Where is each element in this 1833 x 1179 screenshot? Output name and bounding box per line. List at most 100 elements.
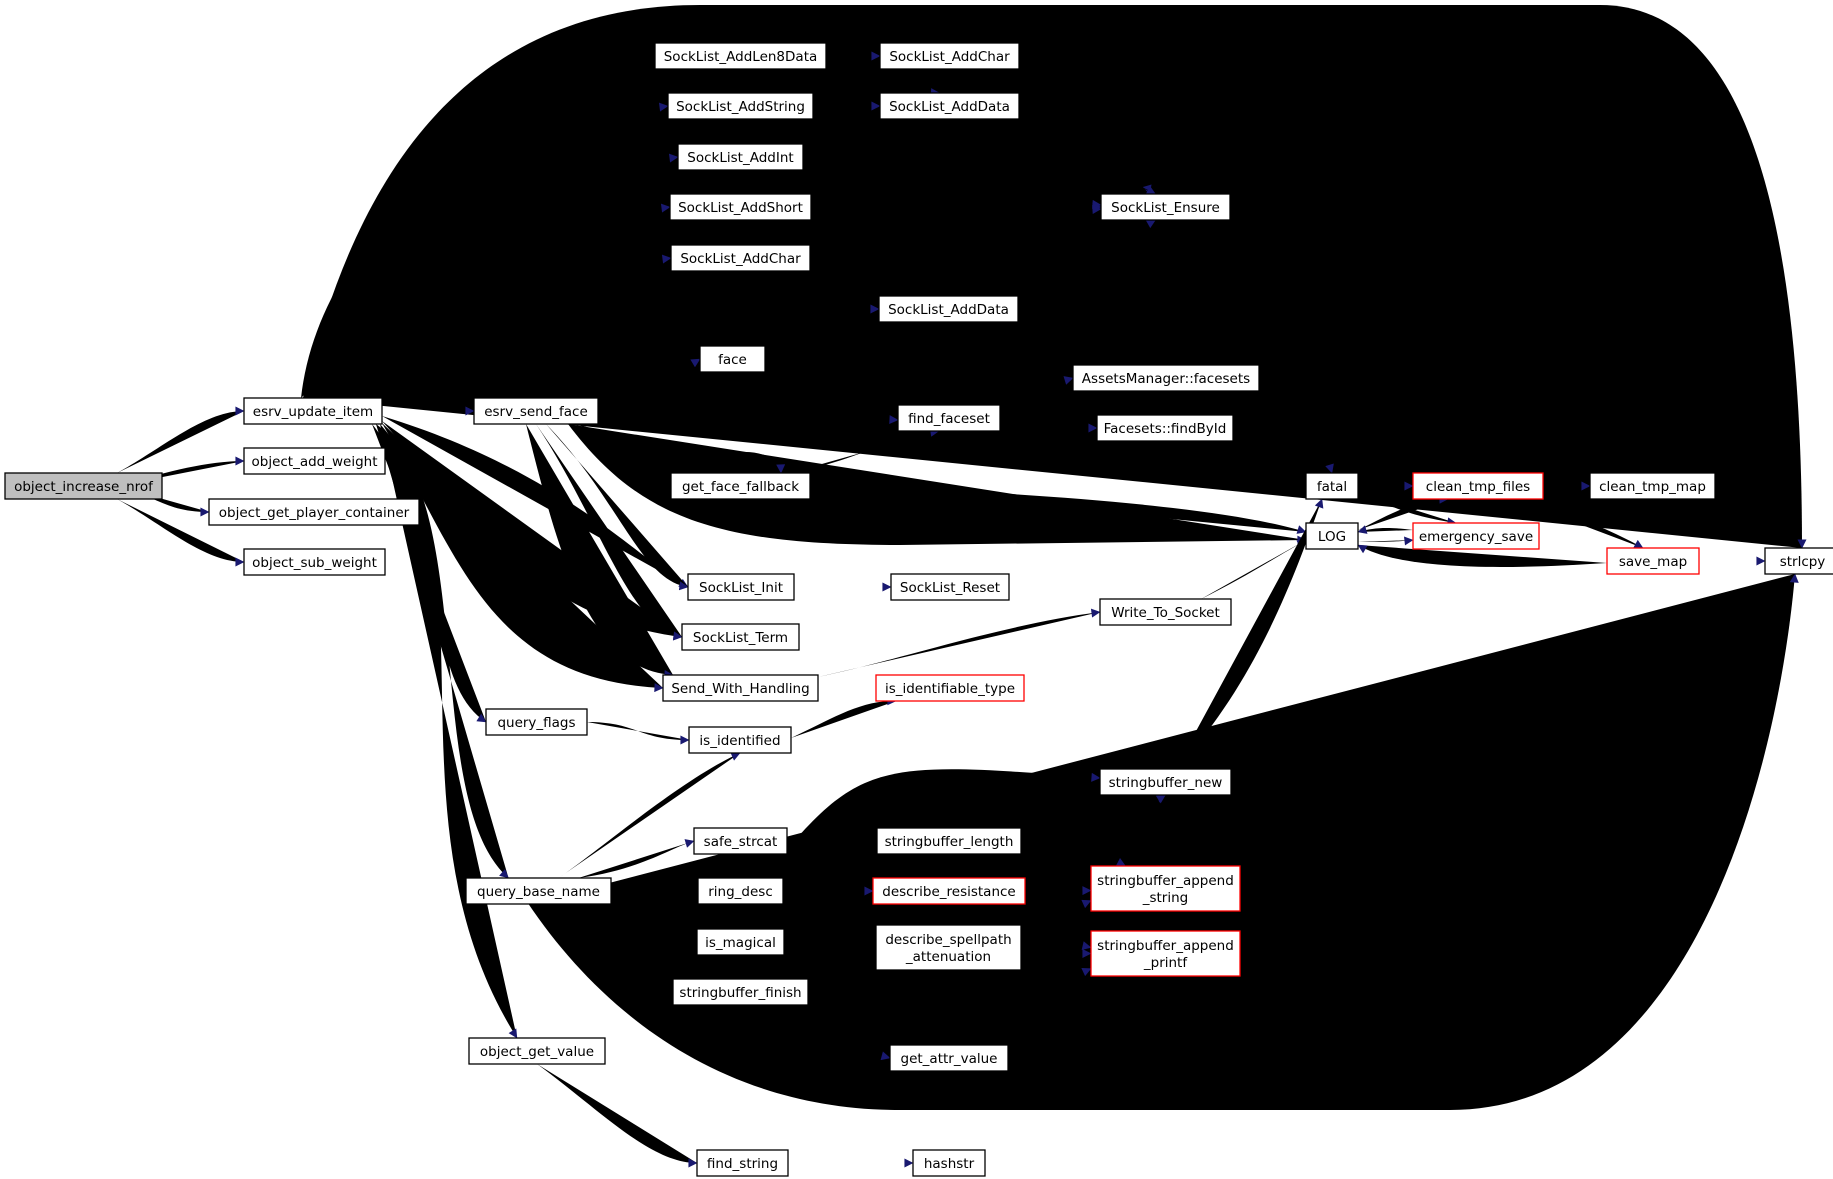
node-label: object_get_player_container <box>219 505 410 521</box>
node-stringbuffer-append-string[interactable]: stringbuffer_append_string <box>1090 865 1241 912</box>
node-stringbuffer-new[interactable]: stringbuffer_new <box>1099 768 1232 796</box>
node-socklist-addstring[interactable]: SockList_AddString <box>667 92 814 120</box>
node-socklist-addchar-b[interactable]: SockList_AddChar <box>879 42 1020 70</box>
node-write-to-socket[interactable]: Write_To_Socket <box>1099 598 1232 626</box>
node-box <box>208 498 420 526</box>
node-socklist-adddata-b[interactable]: SockList_AddData <box>878 295 1019 323</box>
edge-send-with-handling-to-write <box>818 608 1101 677</box>
node-label: Facesets::findById <box>1104 421 1227 437</box>
node-object-get-player-container[interactable]: object_get_player_container <box>208 498 420 526</box>
node-label: find_string <box>707 1156 778 1172</box>
node-box <box>696 1149 789 1177</box>
node-stringbuffer-length[interactable]: stringbuffer_length <box>876 827 1022 855</box>
node-socklist-reset[interactable]: SockList_Reset <box>890 573 1010 601</box>
node-label: safe_strcat <box>704 834 778 850</box>
node-socklist-addshort[interactable]: SockList_AddShort <box>669 193 812 221</box>
edge-query_flags-to-is_identified <box>587 722 690 745</box>
node-object-increase-nrof[interactable]: object_increase_nrof <box>4 472 163 500</box>
node-object-get-value[interactable]: object_get_value <box>468 1037 606 1065</box>
node-socklist-addchar-a[interactable]: SockList_AddChar <box>670 244 811 272</box>
node-find-string[interactable]: find_string <box>696 1149 789 1177</box>
node-facesets-findbyid[interactable]: Facesets::findById <box>1096 414 1234 442</box>
node-label: query_flags <box>497 715 575 731</box>
node-object-add-weight[interactable]: object_add_weight <box>243 447 386 475</box>
node-socklist-term[interactable]: SockList_Term <box>681 623 800 651</box>
node-get-face-fallback[interactable]: get_face_fallback <box>670 472 811 500</box>
edge-adddata-b-to-ensure <box>988 219 1156 296</box>
node-get-attr-value[interactable]: get_attr_value <box>889 1044 1009 1072</box>
node-socklist-adddata-a[interactable]: SockList_AddData <box>879 92 1020 120</box>
node-box <box>1090 930 1241 977</box>
node-label: object_increase_nrof <box>14 479 154 495</box>
node-label: esrv_update_item <box>253 404 373 420</box>
node-box <box>1100 193 1231 221</box>
node-save-map[interactable]: save_map <box>1606 547 1700 575</box>
edge-get-face-fallback-to-find-faceset <box>790 427 940 473</box>
node-label: Write_To_Socket <box>1111 605 1220 621</box>
node-label: SockList_Reset <box>900 580 1000 596</box>
node-label: AssetsManager::facesets <box>1082 371 1250 387</box>
node-is-magical[interactable]: is_magical <box>696 928 785 956</box>
node-label: ring_desc <box>708 884 773 900</box>
node-label: Send_With_Handling <box>671 681 809 697</box>
node-box <box>465 877 612 905</box>
node-assetsmanager-facesets[interactable]: AssetsManager::facesets <box>1072 364 1260 392</box>
node-esrv-update-item[interactable]: esrv_update_item <box>243 397 383 425</box>
node-send-with-handling[interactable]: Send_With_Handling <box>662 674 819 702</box>
node-label: is_magical <box>705 935 776 951</box>
node-box <box>1099 768 1232 796</box>
edge-object-increase-nrof-to-object_sub_weight <box>117 499 245 567</box>
node-label: SockList_AddLen8Data <box>664 49 818 65</box>
node-query-base-name[interactable]: query_base_name <box>465 877 612 905</box>
node-safe-strcat[interactable]: safe_strcat <box>693 827 788 855</box>
node-ring-desc[interactable]: ring_desc <box>697 877 784 905</box>
node-stringbuffer-finish[interactable]: stringbuffer_finish <box>672 978 809 1006</box>
node-is-identifiable-type[interactable]: is_identifiable_type <box>875 674 1025 702</box>
node-clean-tmp-files[interactable]: clean_tmp_files <box>1412 472 1544 500</box>
node-emergency-save[interactable]: emergency_save <box>1412 522 1540 550</box>
node-stringbuffer-append-printf[interactable]: stringbuffer_append_printf <box>1090 930 1241 977</box>
node-strlcpy[interactable]: strlcpy <box>1764 547 1833 575</box>
node-box <box>667 92 814 120</box>
edge-log-to-emergency <box>1358 536 1414 546</box>
node-query-flags[interactable]: query_flags <box>485 708 588 736</box>
node-box <box>672 978 809 1006</box>
edge-addlen8-to-adddata-a <box>796 69 940 98</box>
edge-emergency-to-log <box>1357 525 1413 534</box>
node-label: is_identifiable_type <box>885 681 1015 697</box>
node-hashstr[interactable]: hashstr <box>912 1149 986 1177</box>
node-socklist-addint[interactable]: SockList_AddInt <box>677 143 804 171</box>
node-box <box>677 143 804 171</box>
node-box <box>243 397 383 425</box>
node-esrv-send-face[interactable]: esrv_send_face <box>473 397 599 425</box>
edge-find-faceset-to-facesets-find <box>1000 420 1098 433</box>
node-box <box>1606 547 1700 575</box>
node-describe-resistance[interactable]: describe_resistance <box>872 877 1026 905</box>
node-label: SockList_Init <box>699 580 783 596</box>
node-label: object_get_value <box>480 1044 594 1060</box>
node-label: clean_tmp_map <box>1599 479 1706 495</box>
node-label: clean_tmp_files <box>1426 479 1530 495</box>
node-box <box>681 623 800 651</box>
node-label: emergency_save <box>1419 529 1533 545</box>
node-box <box>688 726 792 754</box>
node-socklist-init[interactable]: SockList_Init <box>687 573 795 601</box>
node-describe-spellpath-attenuation[interactable]: describe_spellpath_attenuation <box>875 924 1022 971</box>
node-label: describe_resistance <box>882 884 1015 900</box>
node-label: stringbuffer_append_string <box>1097 873 1234 906</box>
node-box <box>890 573 1010 601</box>
node-find-faceset[interactable]: find_faceset <box>897 404 1001 432</box>
node-socklist-addlen8data[interactable]: SockList_AddLen8Data <box>654 42 827 70</box>
edge-esrv-send-face-to-SockList_AddChar_a <box>540 254 672 398</box>
node-is-identified[interactable]: is_identified <box>688 726 792 754</box>
node-face[interactable]: face <box>699 345 766 373</box>
edge-write-to-log <box>1201 539 1307 599</box>
node-fatal[interactable]: fatal <box>1305 472 1359 500</box>
node-socklist-ensure[interactable]: SockList_Ensure <box>1100 193 1231 221</box>
node-box <box>1305 522 1359 550</box>
node-object-sub-weight[interactable]: object_sub_weight <box>243 548 386 576</box>
edge-esrv-send-face-to-face <box>586 358 701 398</box>
node-log[interactable]: LOG <box>1305 522 1359 550</box>
node-clean-tmp-map[interactable]: clean_tmp_map <box>1589 472 1716 500</box>
